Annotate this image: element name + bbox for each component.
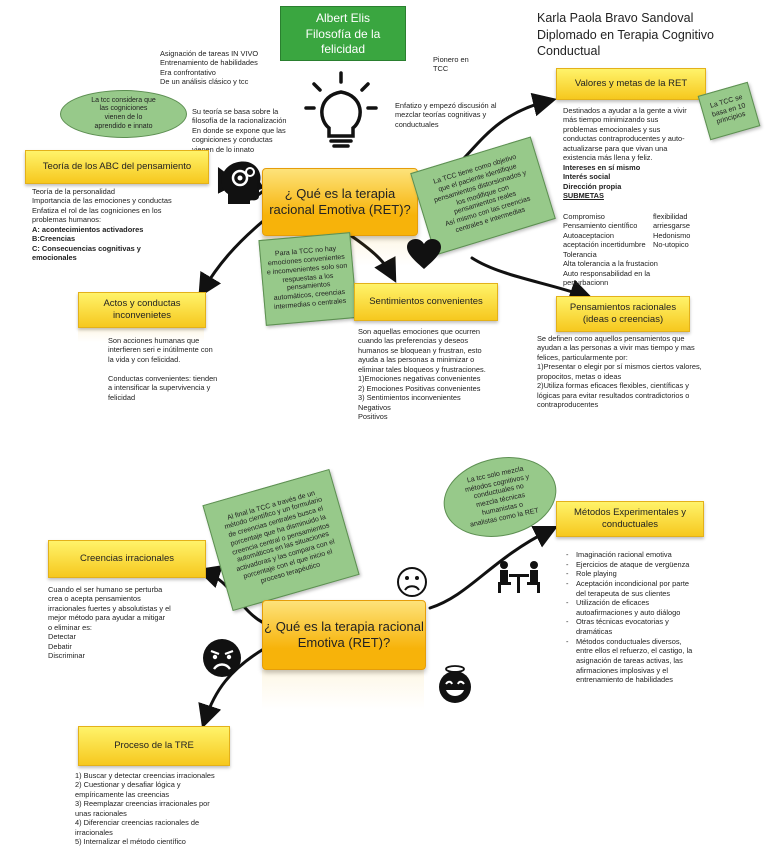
sad-face-icon — [396, 566, 428, 598]
philosophy-note: Su teoría se basa sobre la filosofía de … — [192, 107, 287, 154]
pioneer-note: Pionero en TCC — [433, 55, 469, 74]
method-item: -Imaginación racional emotiva — [566, 550, 672, 559]
course-line1: Diplomado en Terapia Cognitivo — [537, 27, 714, 42]
rational-text: Se definen como aquellos pensamientos qu… — [537, 334, 702, 410]
actos-text: Son acciones humanas que interfieren ser… — [108, 336, 218, 402]
central-question-top: ¿ Qué es la terapia racional Emotiva (RE… — [262, 168, 418, 236]
course-line2: Conductual — [537, 44, 601, 59]
values-subgoals-title: SUBMETAS — [563, 191, 604, 201]
irrational-title-box: Creencias irracionales — [48, 540, 206, 578]
angel-face-icon — [436, 664, 474, 704]
values-body: Destinados a ayudar a la gente a vivir m… — [563, 106, 703, 201]
central-question-bottom: ¿ Qué es la terapia racional Emotiva (RE… — [262, 600, 426, 670]
abc-intro: Teoría de la personalidad Importancia de… — [32, 187, 172, 225]
subgoals-col1: Compromiso Pensamiento científico Autoac… — [563, 212, 658, 288]
values-desc: Destinados a ayudar a la gente a vivir m… — [563, 106, 687, 163]
author-name: Karla Paola Bravo Sandoval — [537, 11, 694, 25]
abc-title-box: Teoría de los ABC del pensamiento — [25, 150, 209, 184]
actos-reflection — [78, 328, 204, 342]
process-title-box: Proceso de la TRE — [78, 726, 230, 766]
sentimientos-title: Sentimientos convenientes — [369, 296, 483, 308]
abc-c: C: Consecuencias cognitivas y emocionale… — [32, 243, 141, 263]
methods-title: Métodos Experimentales y conductuales — [574, 507, 686, 530]
tasks-note: Asignación de tareas IN VIVO Entrenamien… — [160, 49, 259, 87]
heart-icon — [406, 238, 442, 270]
values-title: Valores y metas de la RET — [574, 78, 688, 90]
abc-body: Teoría de la personalidad Importancia de… — [32, 187, 172, 263]
methods-title-box: Métodos Experimentales y conductuales — [556, 501, 704, 537]
arrow-to-sentimientos — [348, 233, 397, 283]
arrow-to-process — [198, 648, 264, 729]
process-text: 1) Buscar y detectar creencias irraciona… — [75, 771, 215, 847]
emotions-note: Para la TCC no hay emociones conveniente… — [258, 232, 358, 326]
abc-a: A: acontecimientos activadores — [32, 224, 144, 234]
method-item: -Role playing — [566, 569, 617, 579]
abc-title: Teoría de los ABC del pensamiento — [42, 161, 192, 173]
method-item: -Ejercicios de ataque de vergüenza — [566, 559, 690, 569]
method-item: -Métodos conductuales diversos, entre el… — [566, 636, 693, 685]
arrow-to-methods — [428, 525, 559, 610]
irrational-title: Creencias irracionales — [80, 553, 174, 565]
central-question-bottom-reflection — [262, 670, 424, 710]
central-question-top-label: ¿ Qué es la terapia racional Emotiva (RE… — [269, 185, 411, 217]
method-item: -Otras técnicas evocatorias y dramáticas — [566, 617, 669, 636]
values-goal-2: Interés social — [563, 172, 611, 182]
sentimientos-text: Son aquellas emociones que ocurren cuand… — [358, 327, 486, 422]
arrow-to-actos — [198, 220, 264, 298]
actos-title-box: Actos y conductas inconvenietes — [78, 292, 206, 328]
central-question-bottom-label: ¿ Qué es la terapia racional Emotiva (RE… — [264, 618, 424, 650]
enfatizo-note: Enfatizo y empezó discusión al mezclar t… — [395, 101, 497, 129]
innate-ellipse: La tcc considera que las cogniciones vie… — [60, 90, 187, 138]
rational-title-box: Pensamientos racionales (ideas o creenci… — [556, 296, 690, 332]
angry-face-icon — [202, 638, 242, 678]
irrational-text: Cuando el ser humano se perturba crea o … — [48, 585, 171, 661]
abc-b: B:Creencias — [32, 234, 76, 244]
values-goal-3: Dirección propia — [563, 181, 622, 191]
method-item: -Aceptación incondicional por parte del … — [566, 578, 689, 598]
lightbulb-icon — [304, 70, 378, 150]
process-title: Proceso de la TRE — [114, 740, 194, 752]
actos-title: Actos y conductas inconvenietes — [103, 298, 181, 321]
method-item: -Utilización de eficaces autoafirmacione… — [566, 598, 681, 617]
values-goal-1: Intereses en sí mismo — [563, 162, 641, 172]
title-line1: Albert Elis — [315, 11, 371, 25]
title-box: Albert Elis Filosofía de la felicidad — [280, 6, 406, 61]
arrow-to-rational — [470, 256, 594, 303]
author-block: Karla Paola Bravo Sandoval Diplomado en … — [537, 10, 714, 60]
sentimientos-title-box: Sentimientos convenientes — [354, 283, 498, 321]
methods-list: -Imaginación racional emotiva -Ejercicio… — [566, 550, 698, 685]
title-line3: felicidad — [320, 42, 366, 57]
subgoals-col2: flexibilidad arriesgarse Hedonismo No-ut… — [653, 212, 691, 250]
title-line2: Filosofía de la — [305, 26, 381, 41]
head-gears-icon — [220, 160, 264, 206]
values-title-box: Valores y metas de la RET — [556, 68, 706, 100]
therapy-session-icon — [495, 558, 543, 594]
rational-title: Pensamientos racionales (ideas o creenci… — [569, 302, 677, 325]
